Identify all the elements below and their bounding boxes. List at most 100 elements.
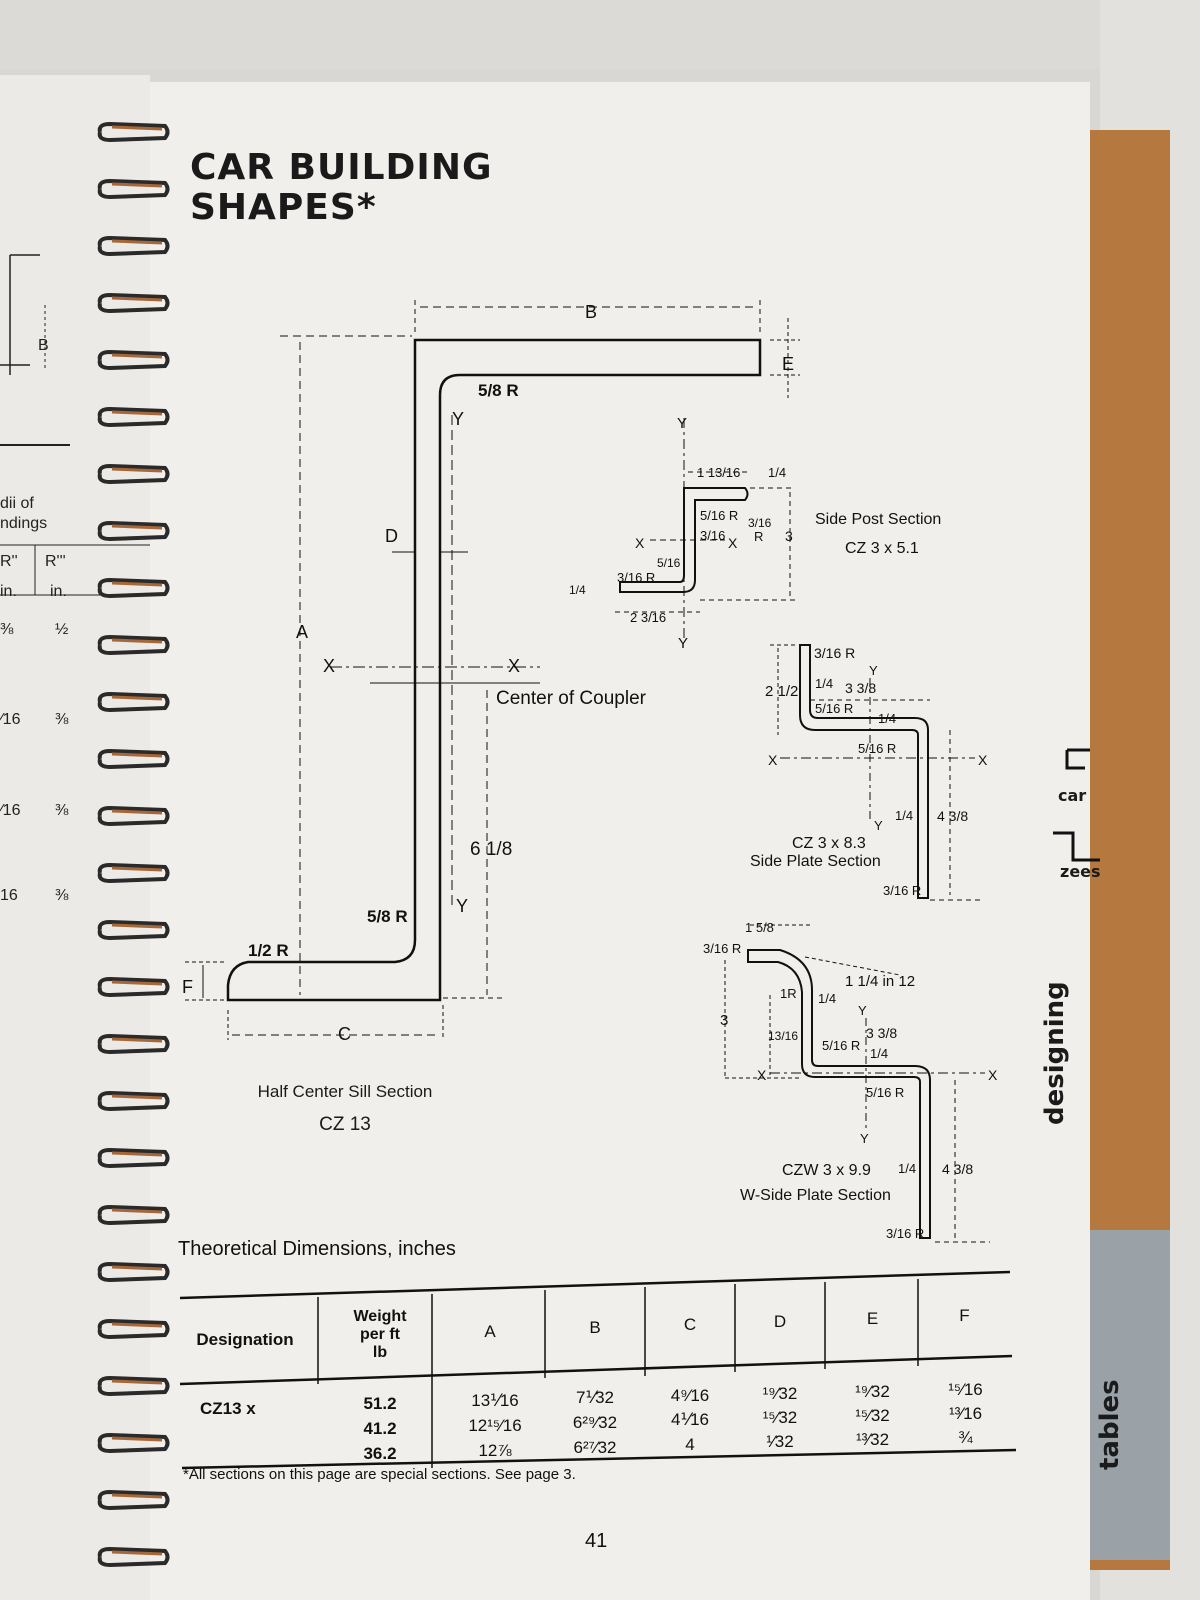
spiral-ring — [97, 349, 170, 371]
side-post-diagram — [615, 418, 795, 640]
plate-caption-1: CZ 3 x 8.3 — [792, 835, 866, 852]
post-top-flange: 1/4 — [768, 465, 786, 480]
wplate-radius-mid: 5/16 R — [866, 1085, 904, 1100]
wplate-radius-bottom: 3/16 R — [886, 1226, 924, 1241]
plate-thickness-2: 1/4 — [878, 711, 896, 726]
row3-b: 6²⁷⁄32 — [573, 1438, 617, 1457]
post-label-y-bottom: Y — [678, 635, 688, 652]
spiral-ring — [97, 634, 170, 656]
spiral-ring — [97, 919, 170, 941]
row2-d: ¹⁵⁄32 — [762, 1408, 798, 1427]
post-caption-2: CZ 3 x 5.1 — [845, 540, 919, 557]
spiral-ring — [97, 121, 170, 143]
table-header-a: A — [484, 1322, 496, 1341]
spiral-ring — [97, 577, 170, 599]
row2-f: ¹³⁄16 — [948, 1404, 983, 1423]
spiral-ring — [97, 1204, 170, 1226]
table-header-c: C — [683, 1315, 697, 1334]
sill-label-y-top: Y — [452, 409, 464, 429]
table-header-weight-2: per ft — [360, 1326, 400, 1343]
row3-c: 4 — [685, 1435, 695, 1454]
sill-center-of-coupler: Center of Coupler — [496, 688, 647, 709]
wplate-caption-1: CZW 3 x 9.9 — [782, 1162, 871, 1179]
spiral-ring — [97, 691, 170, 713]
wplate-caption-2: W-Side Plate Section — [740, 1187, 891, 1204]
row1-c: 4⁹⁄16 — [670, 1386, 710, 1405]
side-plate-diagram — [770, 644, 980, 901]
w-side-plate-diagram — [724, 924, 990, 1243]
table-header-designation: Designation — [196, 1330, 294, 1349]
row1-b: 7⅟32 — [575, 1388, 615, 1407]
page-number: 41 — [585, 1530, 608, 1552]
post-height: 3 — [785, 528, 793, 544]
plate-height: 2 1/2 — [765, 683, 798, 700]
sill-radius-top: 5/8 R — [478, 381, 519, 400]
tab-label-zees[interactable]: zees — [1060, 862, 1101, 881]
spiral-ring — [97, 178, 170, 200]
left-col-1: R'' — [0, 553, 18, 570]
page-title: CAR BUILDING SHAPES* — [190, 148, 493, 228]
table-heading: Theoretical Dimensions, inches — [178, 1238, 456, 1260]
spiral-ring — [97, 292, 170, 314]
spiral-ring — [97, 463, 170, 485]
plate-radius-in: 5/16 R — [815, 701, 853, 716]
spiral-ring — [97, 406, 170, 428]
sill-radius-bottom: 5/8 R — [367, 907, 408, 926]
plate-caption-2: Side Plate Section — [750, 853, 881, 870]
post-radius-4: 5/16 — [657, 556, 681, 570]
post-web: 3/16 — [700, 528, 725, 543]
post-bottom-width: 2 3/16 — [630, 610, 666, 625]
wplate-thickness-1: 1/4 — [818, 991, 836, 1006]
left-radii-text-1: dii of — [0, 495, 34, 512]
row2-weight: 41.2 — [363, 1419, 397, 1438]
spiral-ring — [97, 235, 170, 257]
plate-width: 3 3/8 — [845, 680, 876, 696]
left-label-b: B — [38, 337, 49, 354]
table-header-weight: Weight per ft lb — [330, 1308, 430, 1362]
table-header-b: B — [589, 1318, 601, 1337]
left-row4-b: ⅜ — [55, 887, 69, 904]
table-header-weight-3: lb — [372, 1344, 388, 1361]
center-sill-diagram — [185, 300, 800, 1040]
tab-label-designing[interactable]: designing — [1040, 981, 1070, 1125]
spiral-ring — [97, 1318, 170, 1340]
left-facing-page: B dii of ndings R'' R''' in. in. ⅜ ½ ⁄16… — [0, 75, 150, 1600]
left-row1-a: ⅜ — [0, 621, 14, 638]
sill-label-e: E — [782, 354, 794, 374]
table-header-f: F — [959, 1306, 970, 1325]
spiral-ring — [97, 1375, 170, 1397]
plate-label-y-top: Y — [869, 663, 878, 678]
row1-weight: 51.2 — [363, 1394, 397, 1413]
post-label-x-right: X — [728, 535, 738, 551]
sill-radius-half: 1/2 R — [248, 941, 289, 960]
wplate-slope: 1 1/4 in 12 — [845, 973, 915, 990]
row3-e: ¹³⁄32 — [855, 1430, 890, 1449]
sill-label-d: D — [385, 526, 398, 546]
spiral-ring — [97, 748, 170, 770]
wplate-thickness-3: 1/4 — [870, 1046, 888, 1061]
post-caption-1: Side Post Section — [815, 511, 941, 528]
sill-caption-2: CZ 13 — [319, 1114, 371, 1135]
background-top — [0, 0, 1200, 70]
plate-thickness-3: 1/4 — [895, 808, 913, 823]
sill-label-x-right: X — [508, 656, 520, 676]
table-designation: CZ13 x — [200, 1399, 256, 1418]
row2-b: 6²⁹⁄32 — [572, 1413, 618, 1432]
tab-label-car[interactable]: car — [1058, 786, 1087, 805]
left-row2-b: ⅜ — [55, 711, 69, 728]
spiral-ring — [97, 1489, 170, 1511]
wplate-radius-in: 5/16 R — [822, 1038, 860, 1053]
wplate-radius-top: 3/16 R — [703, 941, 741, 956]
plate-radius-top: 3/16 R — [814, 645, 855, 661]
wplate-label-x-left: X — [757, 1067, 767, 1083]
left-page-drawing — [0, 254, 150, 596]
post-top-width: 1 13/16 — [697, 465, 740, 480]
tab-label-tables[interactable]: tables — [1095, 1379, 1125, 1470]
sill-height-label: 6 1/8 — [470, 839, 512, 860]
plate-radius-mid: 5/16 R — [858, 741, 896, 756]
zees-icon — [1053, 831, 1100, 862]
post-radius-5: 3/16 R — [617, 570, 655, 585]
footnote: *All sections on this page are special s… — [183, 1466, 576, 1483]
post-radius-r: R — [754, 529, 763, 544]
plate-leg: 4 3/8 — [937, 808, 968, 824]
